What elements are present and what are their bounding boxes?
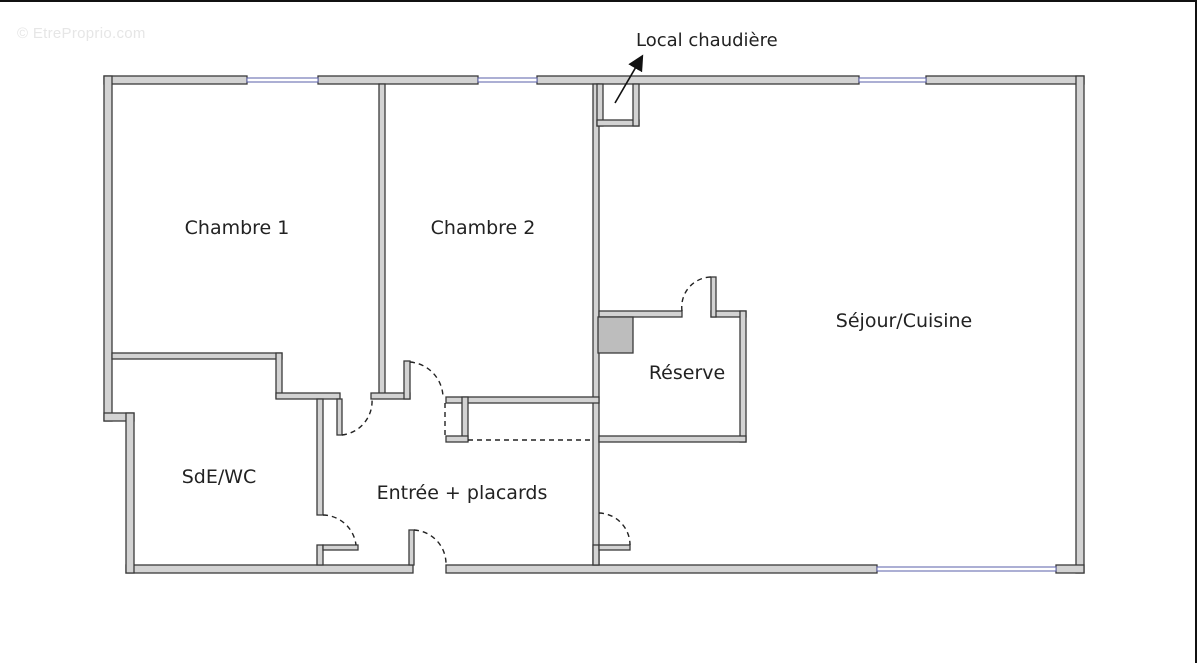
wall-sde-entree-lower [316,544,324,566]
wall-front-door-jamb [408,529,415,566]
door-swing-reserve [681,276,712,312]
walls [103,75,1085,574]
window-sejour-top [858,77,927,83]
room-label-chambre2: Chambre 2 [430,217,536,239]
wall-top-1 [103,75,248,85]
wall-right [1075,75,1085,574]
wall-bottom-1 [125,564,414,574]
wall-top-3 [536,75,860,85]
wall-placard-stub [461,396,469,442]
wall-left-upper [103,75,113,422]
callout-local-chaudiere: Local chaudière [636,30,778,51]
duct-column [597,316,634,354]
windows [246,77,1057,572]
window-chambre2 [477,77,538,83]
wall-ch2-bottom-b [445,396,600,404]
callout-arrow [614,54,644,104]
room-label-reserve: Réserve [648,362,726,384]
wall-ch1-step [275,352,283,399]
wall-reserve-right [739,310,747,443]
door-swing-sde [341,398,373,436]
wall-left-lower [125,412,135,574]
room-label-sde: SdE/WC [181,466,257,488]
door-swing-sde-lower [322,514,357,546]
wall-reserve-top-a [598,310,683,318]
wall-sde-door-stop [322,544,359,551]
wall-entree-jamb [336,398,343,436]
window-chambre1 [246,77,319,83]
window-sejour-bottom [876,566,1057,572]
door-swing-front [413,529,447,566]
room-label-sejour: Séjour/Cuisine [835,310,973,332]
door-swing-sejour [598,512,631,546]
wall-top-4 [925,75,1085,85]
wall-ch1-bottom [111,352,283,360]
wall-ch2-door-jamb [403,360,411,400]
door-swings [322,276,712,566]
wall-sde-entree-upper [316,398,324,516]
room-label-chambre1: Chambre 1 [184,217,290,239]
wall-bottom-3 [1055,564,1085,574]
wall-reserve-bottom [598,435,747,443]
wall-sejour-door-stop [598,544,631,551]
wall-reserve-door-jamb [710,276,717,318]
room-label-entree: Entrée + placards [376,482,548,504]
watermark: © EtreProprio.com [17,25,146,42]
wall-sejour-door-lower [592,544,600,566]
wall-ch1-bottom2 [275,392,341,400]
wall-bottom-2 [445,564,878,574]
door-swing-chambre2 [409,361,444,398]
wall-top-2 [317,75,479,85]
wall-ch1-ch2 [378,83,386,397]
wall-placard-foot [445,435,469,443]
wall-chaudiere-right [632,83,640,127]
